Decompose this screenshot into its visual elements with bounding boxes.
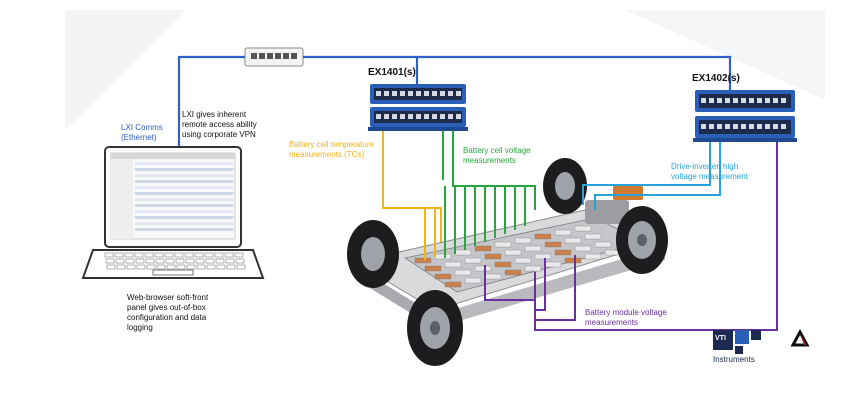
lxi-comms-label: LXI Comms (Ethernet) (121, 123, 163, 142)
diagram-canvas (65, 10, 825, 370)
ethernet-switch-icon (244, 47, 304, 67)
company-a-logo-icon (790, 328, 810, 347)
temperature-label: Battery cell temperature measurements (T… (289, 140, 374, 159)
ex1401-port-dots (376, 91, 461, 119)
vti-logo-subtext: Instruments (713, 355, 755, 364)
diagram-slide: EX1401(s) EX1402(s) LXI Comms (Ethernet)… (65, 10, 825, 375)
ex1402-label: EX1402(s) (692, 73, 740, 84)
drive-inverter-lines (582, 142, 721, 210)
ex1402-port-dots (701, 98, 786, 129)
ethernet-cable-lines (177, 55, 732, 147)
vti-logo-icon (713, 330, 761, 354)
background-shape (625, 10, 825, 100)
ev-chassis-image (335, 140, 668, 370)
web-browser-label: Web-browser soft-front panel gives out-o… (127, 293, 209, 332)
module-voltage-label: Battery module voltage measurements (585, 308, 667, 327)
ex1401-label: EX1401(s) (368, 67, 416, 78)
laptop-icon (81, 146, 265, 279)
ex1402-device-icon (693, 90, 797, 142)
cell-voltage-lines (442, 131, 536, 258)
background-shape (65, 10, 185, 130)
drive-inverter-label: Drive-inverter, high voltage measurement (671, 162, 748, 181)
lxi-remote-label: LXI gives inherent remote access ability… (182, 110, 257, 139)
cell-voltage-label: Battery cell voltage measurements (463, 146, 531, 165)
module-voltage-lines (484, 142, 778, 331)
vti-logo-text: VTI (715, 335, 726, 342)
